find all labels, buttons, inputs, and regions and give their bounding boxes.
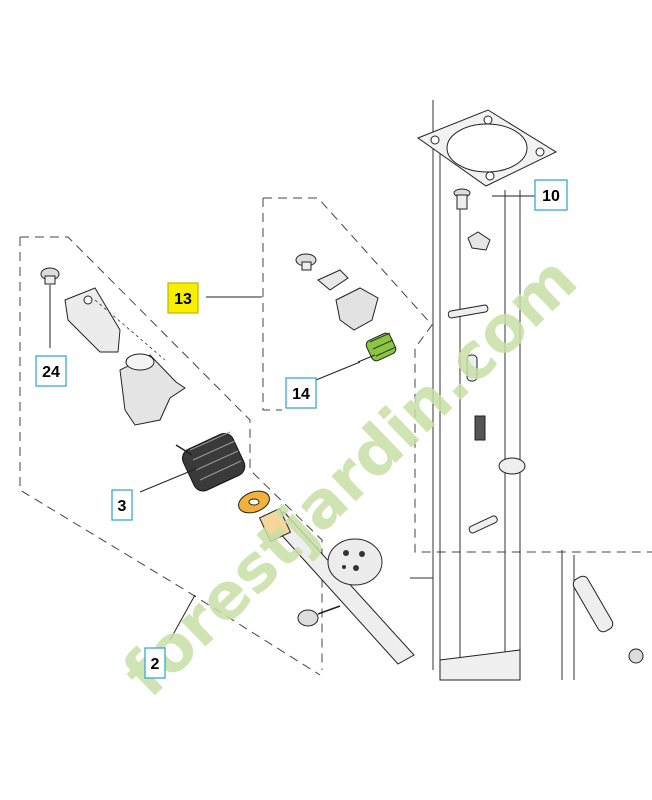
boundary-left-outer: [20, 236, 323, 670]
callout-2: 2: [144, 647, 166, 679]
right-rails: [410, 100, 575, 680]
callout-14: 14: [285, 377, 317, 409]
boundary-left-lower: [19, 237, 321, 676]
callout-10: 10: [534, 179, 568, 211]
spring-part-3: [175, 431, 246, 492]
leader-14: [315, 361, 361, 381]
callout-3-label: 3: [118, 498, 127, 515]
callout-14-label: 14: [292, 386, 310, 403]
leader-3: [139, 467, 199, 493]
shaft-part-2: [258, 507, 415, 665]
callout-13-label: 13: [174, 291, 192, 308]
callout-10-label: 10: [542, 188, 560, 205]
callout-24: 24: [35, 355, 67, 387]
middle-assembly: [295, 253, 397, 363]
small-screw-part-24: [40, 267, 60, 285]
assembly-boundaries: [19, 197, 652, 676]
callout-13: 13: [167, 282, 199, 314]
callout-3: 3: [111, 489, 133, 521]
right-column-parts: [439, 231, 644, 681]
callout-2-label: 2: [151, 656, 160, 673]
gasket-part: [416, 109, 558, 187]
spring-part-14: [365, 332, 397, 362]
left-assembly: [40, 267, 415, 665]
boundary-middle: [263, 197, 652, 553]
leader-2: [169, 594, 196, 641]
boundary-middle-left: [262, 198, 282, 411]
screw-part-10: [453, 188, 471, 210]
callout-24-label: 24: [42, 364, 60, 381]
